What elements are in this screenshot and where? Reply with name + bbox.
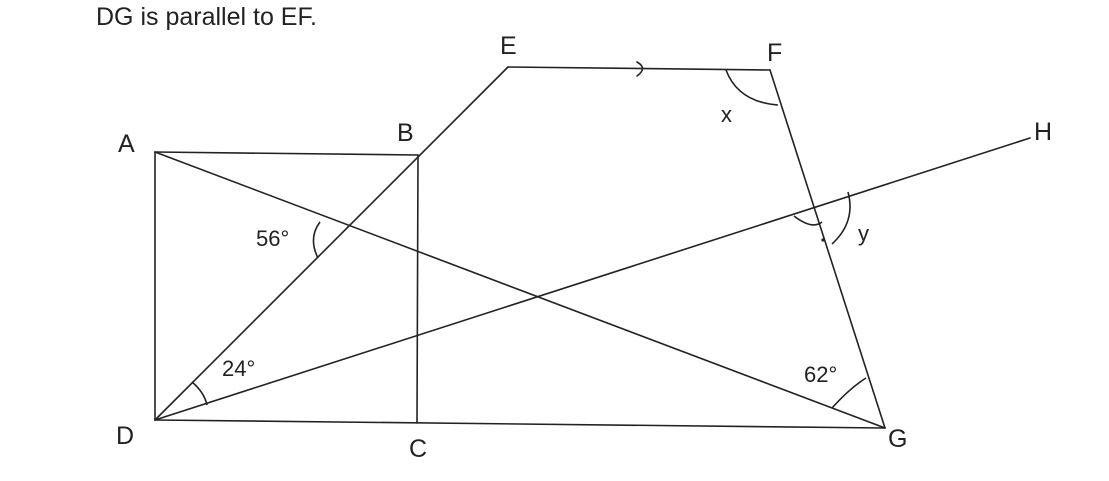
label-b: B (397, 119, 414, 147)
caption: DG is parallel to EF. (96, 3, 317, 31)
angle-label-62: 62° (804, 362, 837, 387)
label-g: G (888, 425, 907, 453)
label-c: C (409, 435, 427, 463)
label-h: H (1034, 118, 1052, 146)
arc-x (725, 69, 779, 106)
angle-label-56: 56° (256, 226, 289, 251)
label-d: D (116, 422, 134, 450)
arc-24 (191, 381, 208, 406)
parallel-arrow-icon (636, 61, 644, 77)
segment-ef (507, 66, 771, 71)
dot-y (821, 238, 825, 242)
angle-label-24: 24° (222, 356, 255, 381)
segment-fg (769, 69, 886, 429)
label-e: E (500, 32, 517, 60)
angle-label-y: y (858, 221, 869, 246)
arc-56 (312, 221, 321, 259)
segment-dg (154, 419, 886, 429)
segment-ab (154, 151, 419, 156)
label-f: F (767, 39, 782, 67)
arc-62 (831, 377, 867, 409)
label-a: A (118, 130, 135, 158)
segment-dh (154, 137, 1031, 421)
segment-ag (154, 151, 886, 429)
angle-label-x: x (721, 102, 732, 127)
segment-bc (416, 154, 419, 424)
segment-de (154, 66, 509, 421)
arc-y (793, 191, 851, 245)
